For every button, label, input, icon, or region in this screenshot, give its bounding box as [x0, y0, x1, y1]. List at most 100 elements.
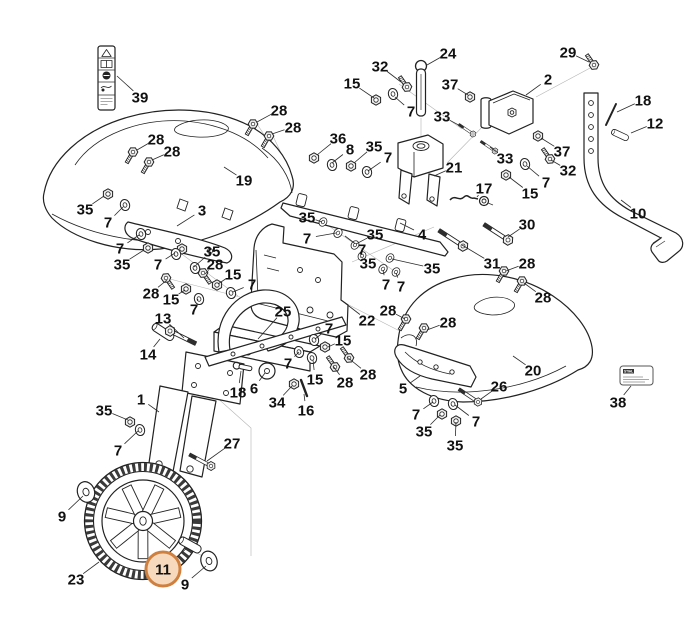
wheel-part-23 — [83, 461, 203, 581]
leader-line — [433, 170, 446, 177]
leader-line — [315, 232, 337, 237]
part-callout-28[interactable]: 28 — [143, 286, 160, 303]
part-callout-1[interactable]: 1 — [137, 392, 145, 409]
part-callout-28[interactable]: 28 — [164, 144, 181, 161]
part-callout-15[interactable]: 15 — [522, 186, 539, 203]
part-callout-36[interactable]: 36 — [330, 131, 347, 148]
mounting-rail-part-4 — [280, 193, 449, 257]
part-callout-9[interactable]: 9 — [58, 509, 66, 526]
part-callout-34[interactable]: 34 — [269, 395, 286, 412]
part-callout-15[interactable]: 15 — [163, 292, 180, 309]
part-callout-33[interactable]: 33 — [434, 109, 451, 126]
part-callout-7[interactable]: 7 — [542, 175, 550, 192]
part-callout-35[interactable]: 35 — [96, 403, 113, 420]
part-callout-28[interactable]: 28 — [535, 290, 552, 307]
part-callout-27[interactable]: 27 — [224, 436, 241, 453]
part-callout-16[interactable]: 16 — [298, 403, 315, 420]
leader-line — [454, 404, 470, 416]
part-callout-7[interactable]: 7 — [284, 356, 292, 373]
part-callout-18[interactable]: 18 — [230, 385, 247, 402]
part-callout-35[interactable]: 35 — [360, 256, 377, 273]
part-callout-32[interactable]: 32 — [560, 163, 577, 180]
hitch-pin-part-24 — [414, 59, 428, 117]
part-callout-39[interactable]: 39 — [132, 90, 149, 107]
part-callout-13[interactable]: 13 — [155, 311, 172, 328]
part-callout-7[interactable]: 7 — [248, 277, 256, 294]
part-callout-23[interactable]: 23 — [68, 572, 85, 589]
part-callout-14[interactable]: 14 — [140, 347, 157, 364]
part-callout-35[interactable]: 35 — [77, 202, 94, 219]
part-callout-15[interactable]: 15 — [335, 333, 352, 350]
part-callout-8[interactable]: 8 — [346, 142, 354, 159]
part-callout-7[interactable]: 7 — [397, 279, 405, 296]
part-callout-28[interactable]: 28 — [207, 257, 224, 274]
part-callout-20[interactable]: 20 — [525, 363, 542, 380]
part-callout-7[interactable]: 7 — [358, 242, 366, 259]
part-callout-7[interactable]: 7 — [104, 215, 112, 232]
part-callout-15[interactable]: 15 — [307, 372, 324, 389]
part-callout-25[interactable]: 25 — [275, 304, 292, 321]
part-callout-18[interactable]: 18 — [635, 93, 652, 110]
leader-line — [68, 495, 84, 511]
part-callout-7[interactable]: 7 — [325, 321, 333, 338]
part-callout-6[interactable]: 6 — [250, 381, 258, 398]
part-callout-38[interactable]: 38 — [610, 395, 627, 412]
leader-line — [355, 237, 368, 245]
part-callout-35[interactable]: 35 — [204, 244, 221, 261]
part-callout-28[interactable]: 28 — [337, 375, 354, 392]
part-callout-7[interactable]: 7 — [190, 302, 198, 319]
leader-line — [346, 356, 362, 369]
part-callout-28[interactable]: 28 — [285, 120, 302, 137]
part-callout-9[interactable]: 9 — [181, 577, 189, 594]
part-callout-35[interactable]: 35 — [367, 227, 384, 244]
part-callout-7[interactable]: 7 — [407, 104, 415, 121]
leader-line — [449, 119, 465, 129]
part-callout-7[interactable]: 7 — [384, 150, 392, 167]
part-callout-35[interactable]: 35 — [299, 210, 316, 227]
part-callout-12[interactable]: 12 — [647, 116, 664, 133]
part-callout-29[interactable]: 29 — [560, 45, 577, 62]
part-callout-15[interactable]: 15 — [225, 267, 242, 284]
part-callout-11[interactable]: 11 — [155, 562, 171, 579]
part-callout-30[interactable]: 30 — [519, 217, 536, 234]
part-callout-7[interactable]: 7 — [116, 241, 124, 258]
part-callout-35[interactable]: 35 — [416, 424, 433, 441]
part-callout-24[interactable]: 24 — [440, 46, 457, 63]
part-callout-4[interactable]: 4 — [418, 227, 427, 244]
part-callout-28[interactable]: 28 — [380, 303, 397, 320]
part-callout-37[interactable]: 37 — [442, 77, 459, 94]
part-callout-35[interactable]: 35 — [424, 261, 441, 278]
part-callout-3[interactable]: 3 — [198, 203, 206, 220]
part-callout-7[interactable]: 7 — [154, 257, 162, 274]
part-callout-2[interactable]: 2 — [544, 72, 552, 89]
leader-line — [423, 401, 434, 410]
part-callout-21[interactable]: 21 — [446, 160, 463, 177]
leader-line — [191, 565, 207, 579]
part-callout-7[interactable]: 7 — [382, 277, 390, 294]
leader-line — [327, 343, 335, 348]
part-callout-28[interactable]: 28 — [519, 256, 536, 273]
part-callout-35[interactable]: 35 — [447, 438, 464, 455]
part-callout-7[interactable]: 7 — [472, 414, 480, 431]
part-callout-35[interactable]: 35 — [366, 139, 383, 156]
part-callout-28[interactable]: 28 — [271, 103, 288, 120]
part-callout-15[interactable]: 15 — [344, 76, 361, 93]
part-callout-28[interactable]: 28 — [360, 367, 377, 384]
part-callout-28[interactable]: 28 — [440, 315, 457, 332]
part-callout-28[interactable]: 28 — [148, 132, 165, 149]
part-callout-26[interactable]: 26 — [491, 379, 508, 396]
part-callout-31[interactable]: 31 — [484, 256, 501, 273]
part-callout-5[interactable]: 5 — [399, 381, 407, 398]
part-callout-32[interactable]: 32 — [372, 59, 389, 76]
part-callout-17[interactable]: 17 — [476, 181, 493, 198]
part-callout-7[interactable]: 7 — [412, 407, 420, 424]
part-callout-10[interactable]: 10 — [630, 206, 647, 223]
leader-line — [238, 370, 242, 384]
part-callout-19[interactable]: 19 — [236, 173, 253, 190]
part-callout-37[interactable]: 37 — [554, 144, 571, 161]
part-callout-33[interactable]: 33 — [497, 151, 514, 168]
part-callout-7[interactable]: 7 — [303, 231, 311, 248]
part-callout-35[interactable]: 35 — [114, 257, 131, 274]
part-callout-22[interactable]: 22 — [359, 313, 376, 330]
part-callout-7[interactable]: 7 — [114, 443, 122, 460]
